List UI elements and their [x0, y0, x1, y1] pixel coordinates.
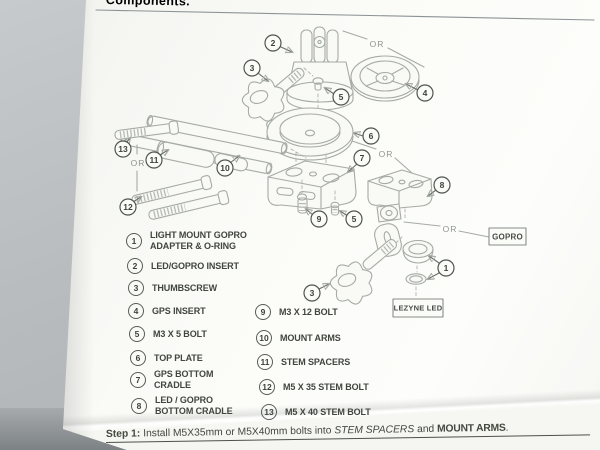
parts-list-item-2: 2 LED/GOPRO INSERT: [127, 258, 239, 274]
part-8-badge: 8: [131, 398, 147, 414]
callout-4: 4: [423, 88, 428, 98]
parts-list-item-3: 3 THUMBSCREW: [128, 280, 217, 296]
step-em-stem-spacers: STEM SPACERS: [334, 424, 415, 437]
part-4-label: GPS INSERT: [152, 305, 206, 316]
page-title: Components.: [105, 0, 191, 9]
lezyne-led-label-box: [392, 298, 444, 318]
part-2-badge: 2: [127, 258, 143, 274]
or-line: [387, 47, 425, 68]
part-9-badge: 9: [255, 304, 271, 320]
part-3-label: THUMBSCREW: [152, 282, 217, 293]
or-line: [342, 30, 368, 40]
thumbscrew-top-drawing: [241, 67, 314, 122]
m5x35-stem-bolts-drawing: [131, 175, 230, 220]
part-1-line2: ADAPTER & O-RING: [150, 241, 236, 251]
part-1-line1: LIGHT MOUNT GOPRO: [150, 230, 247, 240]
part-10-label: MOUNT ARMS: [280, 332, 341, 343]
part-9-label: M3 X 12 BOLT: [279, 306, 338, 317]
part-5-badge: 5: [129, 326, 145, 342]
part-1-badge: 1: [126, 233, 142, 249]
or-line: [394, 157, 413, 174]
header-rule: [95, 9, 595, 21]
part-13-label: M5 X 40 STEM BOLT: [285, 406, 371, 417]
part-7-line1: GPS BOTTOM: [154, 369, 214, 379]
parts-list-item-6: 6 TOP PLATE: [130, 350, 203, 366]
part-3-badge: 3: [128, 280, 144, 296]
callout-6: 6: [369, 131, 374, 141]
callout-1: 1: [444, 263, 449, 273]
stem-spacers-drawing: [156, 140, 248, 172]
part-2-label: LED/GOPRO INSERT: [151, 260, 239, 271]
part-8-line2: BOTTOM CRADLE: [155, 406, 233, 416]
gopro-label: GOPRO: [492, 233, 523, 242]
o-ring-drawing: [405, 273, 427, 285]
step-body: Install M5X35mm or M5X40mm bolts into: [140, 425, 335, 440]
step-end: .: [505, 422, 509, 434]
parts-list-item-5: 5 M3 X 5 BOLT: [129, 326, 207, 342]
m3x5-bolt-top-drawing: [312, 77, 324, 110]
part-4-badge: 4: [128, 303, 144, 319]
part-6-label: TOP PLATE: [154, 352, 203, 363]
part-12-badge: 12: [259, 379, 275, 395]
m3x5-bolt-bottom-drawing: [330, 190, 340, 216]
part-11-label: STEM SPACERS: [281, 356, 351, 367]
callout-5-top: 5: [339, 92, 344, 102]
led-gopro-bottom-cradle-drawing: [367, 169, 433, 223]
callout-12: 12: [123, 202, 133, 212]
gps-bottom-cradle-drawing: [267, 160, 357, 210]
callout-13: 13: [118, 144, 128, 154]
parts-list-item-10: 10 MOUNT ARMS: [256, 330, 341, 346]
callout-2: 2: [271, 38, 276, 48]
parts-list-item-9: 9 M3 X 12 BOLT: [255, 304, 338, 320]
part-7-badge: 7: [130, 372, 146, 388]
gps-insert-drawing: [350, 55, 420, 102]
top-plate-drawing: [266, 107, 354, 170]
part-10-badge: 10: [256, 330, 272, 346]
thumbscrew-bottom-drawing: [329, 235, 404, 305]
callout-11: 11: [150, 155, 159, 165]
callout-10: 10: [220, 163, 230, 173]
or-line: [458, 230, 490, 238]
callout-badges: 2 3 5 4 6 7 8 9 5 10 11 12 13 3 1: [114, 34, 455, 302]
part-6-badge: 6: [130, 350, 146, 366]
step-em-mount-arms: MOUNT ARMS: [437, 422, 506, 435]
parts-list-item-13: 13 M5 X 40 STEM BOLT: [261, 404, 371, 420]
part-12-label: M5 X 35 STEM BOLT: [283, 381, 369, 392]
m5x40-stem-bolt-drawing: [114, 120, 180, 140]
parts-list-item-4: 4 GPS INSERT: [128, 303, 206, 319]
or-label: OR: [370, 39, 385, 49]
part-13-badge: 13: [261, 404, 277, 420]
part-7-line2: CRADLE: [154, 380, 191, 390]
part-11-badge: 11: [257, 354, 273, 370]
callout-7: 7: [360, 153, 365, 163]
or-label: OR: [379, 149, 394, 159]
or-label: OR: [443, 224, 458, 234]
callout-9: 9: [317, 214, 322, 224]
m3x12-bolt-drawing: [296, 179, 308, 214]
parts-list-item-11: 11 STEM SPACERS: [257, 354, 350, 370]
callout-8: 8: [440, 180, 445, 190]
part-5-label: M3 X 5 BOLT: [153, 328, 207, 339]
or-line: [403, 221, 441, 227]
lezyne-led-label: LEZYNE LED: [394, 304, 443, 313]
part-8-line1: LED / GOPRO: [155, 395, 213, 405]
parts-list-item-12: 12 M5 X 35 STEM BOLT: [259, 379, 369, 395]
callout-5-bottom: 5: [352, 214, 357, 224]
callout-arrows: [126, 46, 440, 289]
step-mid: and: [414, 423, 438, 436]
callout-3-top: 3: [250, 63, 255, 73]
step-number: Step 1:: [105, 428, 141, 440]
callout-3-bottom: 3: [310, 288, 315, 298]
or-label: OR: [131, 158, 146, 168]
or-line: [351, 140, 377, 150]
gopro-label-box: [488, 227, 527, 246]
